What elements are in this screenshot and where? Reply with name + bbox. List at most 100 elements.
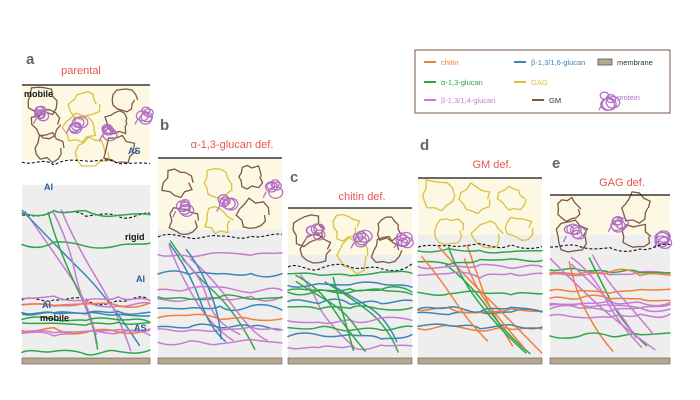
chitin-fibre <box>21 302 151 309</box>
protein-icon <box>98 123 118 142</box>
gm-polymer <box>621 223 652 248</box>
gag-polymer <box>504 216 534 242</box>
a13glucan-fibre <box>21 209 151 218</box>
b1314glucan-fibre <box>417 263 543 270</box>
legend-swatch-membrane <box>597 58 613 66</box>
b1314glucan-fibre <box>52 210 98 335</box>
annotation-label: rigid <box>125 232 145 242</box>
mobile-layer <box>22 85 150 160</box>
gag-polymer <box>422 178 456 212</box>
legend-label-protein: protein <box>617 93 640 102</box>
protein-icon <box>134 106 154 125</box>
legend-label-a13glucan: α-1,3-glucan <box>441 78 483 87</box>
chitin-fibre <box>549 294 671 302</box>
gag-polymer <box>434 218 464 246</box>
boundary-line <box>287 263 413 272</box>
membrane <box>417 357 543 365</box>
a13glucan-fibre <box>287 289 413 296</box>
annotation-label: AI <box>136 274 145 284</box>
protein-icon <box>216 194 239 212</box>
legend-item-membrane: membrane <box>597 58 653 67</box>
annotation-label: AI <box>42 300 51 310</box>
legend-item-gm: GM <box>532 96 561 105</box>
b13glucan-fibre <box>287 332 413 340</box>
boundary-line <box>157 233 283 240</box>
boundary-line <box>549 243 671 252</box>
a13glucan-fibre <box>324 281 399 353</box>
chitin-fibre <box>157 313 283 322</box>
b13glucan-fibre <box>21 311 151 317</box>
panel-b: bα-1,3-glucan def. <box>157 117 284 365</box>
membrane <box>287 357 413 365</box>
gm-polymer <box>557 196 582 223</box>
panel-title: GAG def. <box>599 177 645 189</box>
gag-polymer <box>61 112 97 143</box>
b13glucan-fibre <box>329 283 398 343</box>
membrane <box>549 357 671 365</box>
gm-polymer <box>102 134 138 164</box>
panel-title: GM def. <box>472 159 511 171</box>
a13glucan-fibre <box>417 247 543 254</box>
chitin-fibre <box>21 326 151 335</box>
boundary-line <box>21 296 151 306</box>
gm-polymer <box>111 88 139 113</box>
b13glucan-fibre <box>185 248 222 340</box>
b1314glucan-fibre <box>549 270 671 277</box>
protein-icon <box>562 223 587 243</box>
b13glucan-fibre <box>417 323 543 330</box>
b1314glucan-fibre <box>157 285 283 294</box>
legend-item-b13glucan: β-1,3/1,6-glucan <box>514 58 585 67</box>
panel-title: chitin def. <box>338 191 385 203</box>
chitin-fibre <box>463 258 525 349</box>
gm-polymer <box>235 197 270 230</box>
a13glucan-fibre <box>295 274 366 352</box>
b1314glucan-fibre <box>189 258 268 342</box>
gm-polymer <box>30 109 62 140</box>
b1314glucan-fibre <box>182 259 241 336</box>
panel-label: e <box>552 155 560 172</box>
b13glucan-fibre <box>417 306 543 313</box>
rigid-layer <box>418 235 542 358</box>
rigid-layer <box>550 235 670 358</box>
gag-polymer <box>458 182 491 215</box>
protein-icon <box>350 229 373 249</box>
a13glucan-fibre <box>287 305 413 311</box>
a13glucan-fibre <box>417 258 543 266</box>
gm-polymer <box>34 131 65 164</box>
legend-label-b1314glucan: β-1,3/1,4-glucan <box>441 96 495 105</box>
chitin-fibre <box>549 288 671 294</box>
b1314glucan-fibre <box>549 313 671 319</box>
boundary-line <box>417 243 543 249</box>
b1314glucan-fibre <box>299 274 356 349</box>
protein-icon <box>65 115 89 134</box>
protein-icon <box>393 231 414 249</box>
b1314glucan-fibre <box>21 295 151 302</box>
annotation-label: AI <box>44 182 53 192</box>
gag-polymer <box>336 236 369 275</box>
gm-polymer <box>370 235 403 264</box>
b1314glucan-fibre <box>549 303 671 309</box>
legend-swatch-protein <box>598 91 621 111</box>
b13glucan-fibre <box>157 303 283 312</box>
b13glucan-fibre <box>21 209 141 347</box>
gm-polymer <box>376 216 403 243</box>
b1314glucan-fibre <box>287 344 413 351</box>
legend-label-membrane: membrane <box>617 58 653 67</box>
legend-label-gm: GM <box>549 96 561 105</box>
b1314glucan-fibre <box>591 254 655 336</box>
legend-item-b1314glucan: β-1,3/1,4-glucan <box>424 96 495 105</box>
a13glucan-fibre <box>295 280 363 337</box>
panel-title: α-1,3-glucan def. <box>191 139 274 151</box>
gm-polymer <box>620 191 651 224</box>
gm-polymer <box>292 214 325 248</box>
a13glucan-fibre <box>21 349 151 356</box>
gm-polymer <box>161 168 194 199</box>
a13glucan-fibre <box>549 332 671 339</box>
membrane <box>21 357 151 365</box>
legend-item-protein: protein <box>598 91 640 111</box>
gm-polymer <box>104 109 128 135</box>
b13glucan-fibre <box>287 298 413 305</box>
